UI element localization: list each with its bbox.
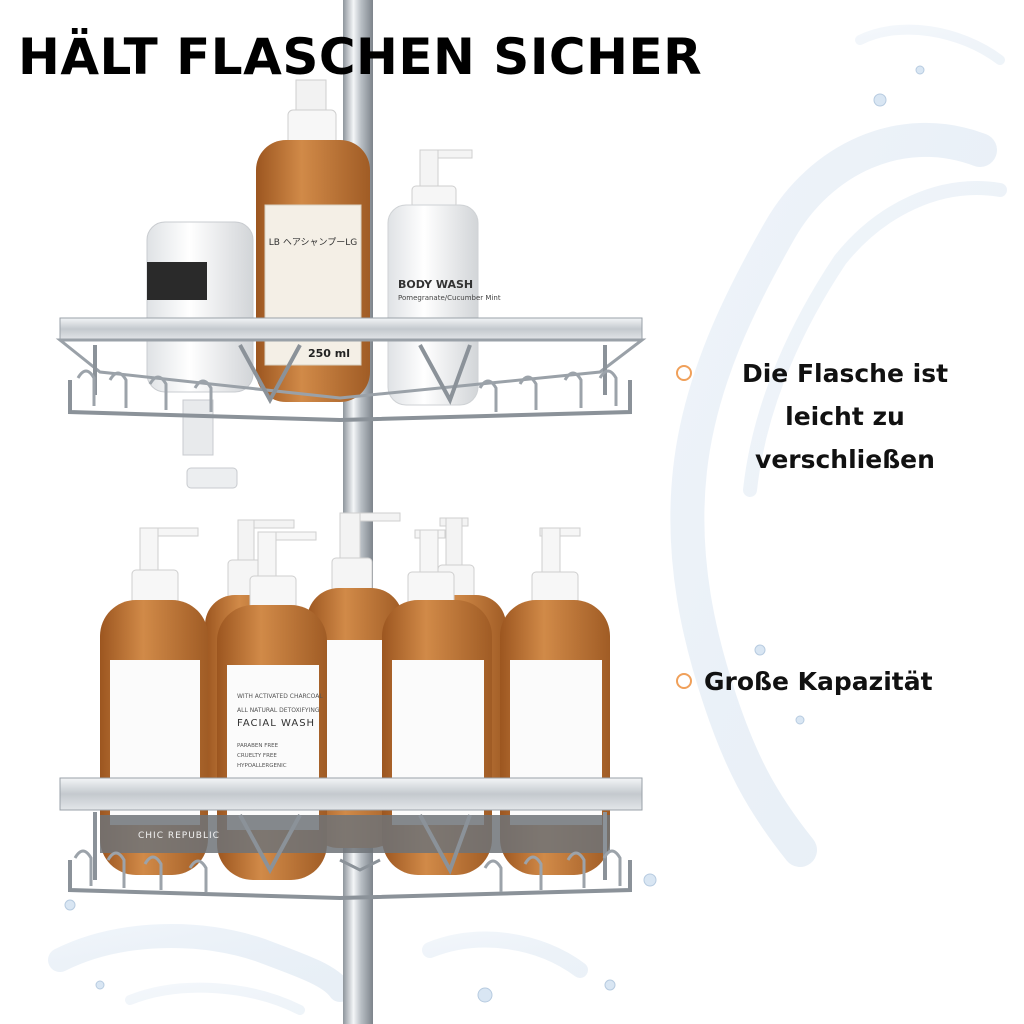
circle-bullet-icon — [676, 365, 692, 381]
water-droplets — [64, 65, 925, 1003]
shampoo-volume-text: 250 ml — [308, 347, 350, 360]
body-wash-bottle: BODY WASH Pomegranate/Cucumber Mint — [387, 149, 501, 406]
facial-label-line1: WITH ACTIVATED CHARCOAL — [237, 693, 323, 700]
feature-easy-close: Die Flasche ist leicht zu verschließen — [676, 352, 1006, 481]
bottom-corner-shelf — [59, 777, 643, 901]
body-wash-label-title: BODY WASH — [398, 278, 473, 291]
feature-large-capacity: Große Kapazität — [676, 660, 1006, 703]
facial-label-line4: PARABEN FREE — [237, 743, 279, 749]
brand-label: CHIC REPUBLIC — [138, 831, 220, 841]
white-tub-bottle — [146, 221, 254, 489]
page-headline: HÄLT FLASCHEN SICHER — [18, 28, 703, 86]
facial-label-line2: ALL NATURAL DETOXIFYING — [237, 707, 320, 714]
top-corner-shelf — [55, 317, 647, 423]
water-splash — [48, 24, 1007, 1015]
body-wash-label-sub: Pomegranate/Cucumber Mint — [398, 294, 501, 302]
facial-wash-bottles: WITH ACTIVATED CHARCOAL ALL NATURAL DETO… — [100, 512, 610, 880]
feature-large-capacity-text: Große Kapazität — [704, 667, 933, 696]
facial-label-line6: HYPOALLERGENIC — [237, 763, 287, 769]
circle-bullet-icon — [676, 673, 692, 689]
feature-easy-close-text: Die Flasche ist leicht zu verschließen — [741, 359, 949, 474]
shampoo-label-text: LB ヘアシャンプーLG — [269, 237, 357, 248]
facial-label-line5: CRUELTY FREE — [237, 753, 277, 759]
facial-label-line3: FACIAL WASH — [237, 718, 315, 729]
